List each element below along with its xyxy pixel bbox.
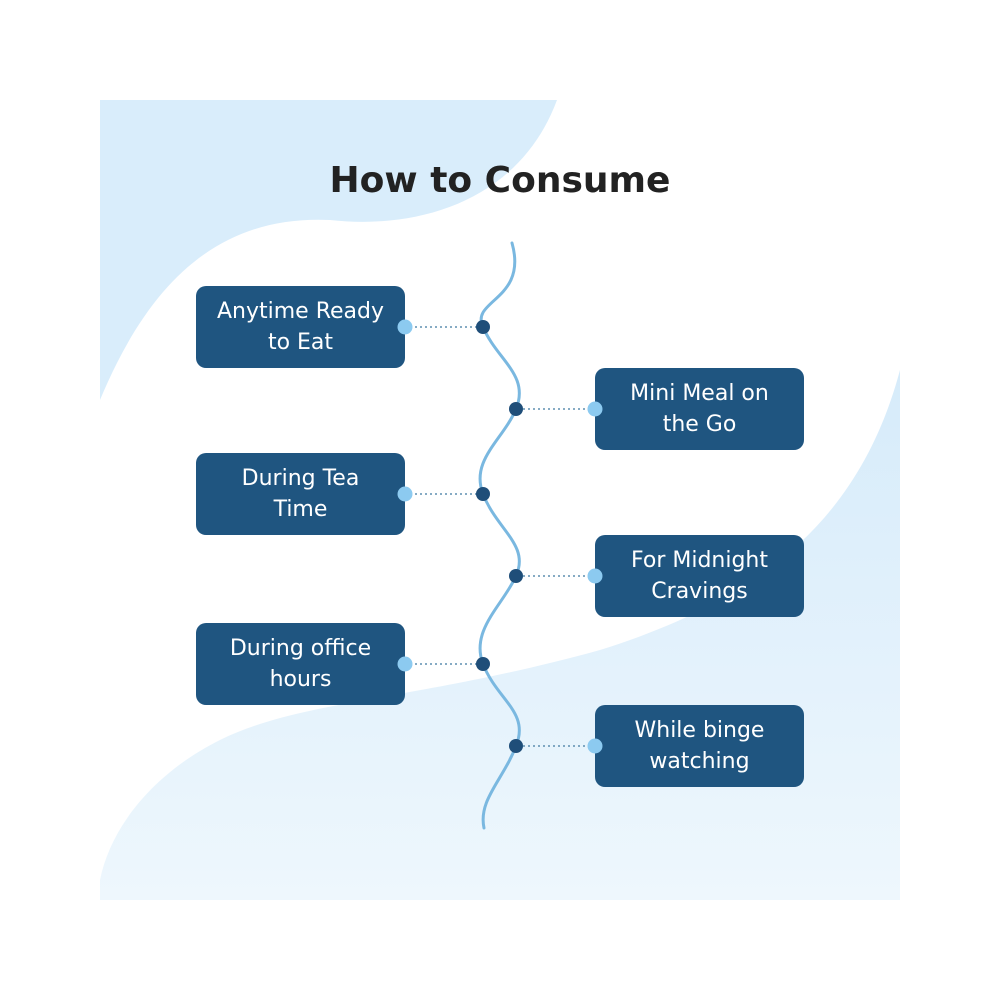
step-label-1: Anytime Ready to Eat [217, 296, 384, 358]
step-label-line1: Mini Meal on [630, 381, 769, 406]
upper-wave-shape [100, 100, 557, 400]
step-label-line2: Cravings [651, 579, 748, 604]
step-label-line2: the Go [662, 412, 737, 437]
spine-node-6 [509, 739, 523, 753]
step-label-line1: Anytime Ready [216, 299, 384, 324]
spine-node-4 [509, 569, 523, 583]
step-label-line1: During office [229, 636, 372, 661]
step-label-line1: For Midnight [630, 548, 769, 573]
step-label-6: While binge watching [635, 715, 765, 777]
step-label-2: Mini Meal on the Go [630, 378, 769, 440]
step-label-5: During office hours [230, 633, 371, 695]
spine-node-5 [476, 657, 490, 671]
step-box-1: Anytime Ready to Eat [196, 286, 405, 368]
step-label-line2: Time [273, 497, 328, 522]
step-box-5: During office hours [196, 623, 405, 705]
step-label-line2: watching [649, 749, 750, 774]
spine-node-3 [476, 487, 490, 501]
step-label-line1: During Tea [241, 466, 360, 491]
step-label-line2: to Eat [267, 330, 334, 355]
spine-node-2 [509, 402, 523, 416]
spine-node-1 [476, 320, 490, 334]
step-box-6: While binge watching [595, 705, 804, 787]
step-box-2: Mini Meal on the Go [595, 368, 804, 450]
connectors-layer [405, 320, 595, 753]
step-label-line1: While binge [634, 718, 765, 743]
page-title: How to Consume [329, 160, 671, 201]
step-label-line2: hours [269, 667, 332, 692]
